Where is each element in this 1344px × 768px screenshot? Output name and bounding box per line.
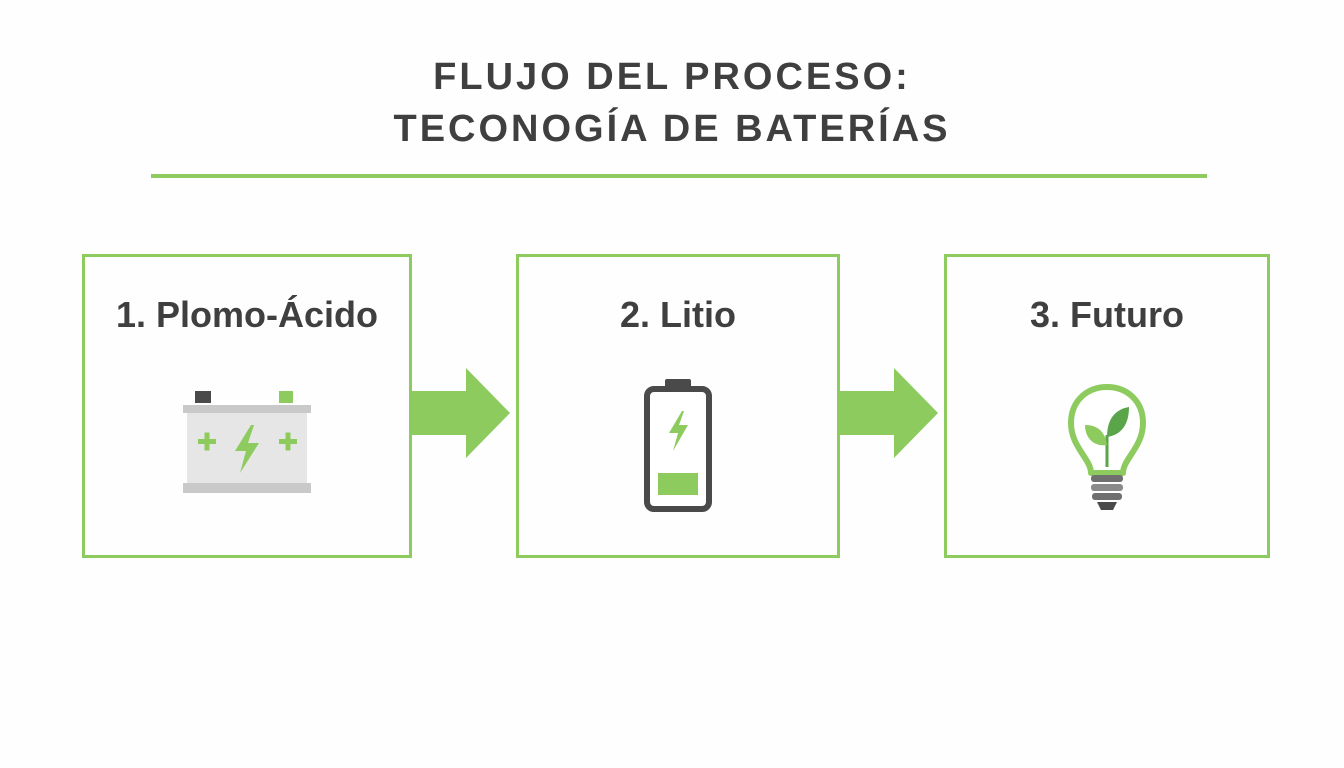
step-box-future: 3. Futuro: [944, 254, 1270, 558]
step-label-lead-acid: 1. Plomo-Ácido: [115, 294, 379, 335]
car-battery-icon: [183, 391, 311, 493]
title-divider: [151, 174, 1207, 178]
arrow-right-icon: [410, 368, 510, 458]
battery-charging-icon: [644, 379, 712, 512]
arrow-right-icon: [838, 368, 938, 458]
step-label-lithium: 2. Litio: [620, 294, 736, 335]
title-line-1: FLUJO DEL PROCESO:: [433, 56, 911, 98]
title-line-2: TECONOGÍA DE BATERÍAS: [393, 108, 951, 150]
step-box-lithium: 2. Litio: [516, 254, 840, 558]
step-label-future: 3. Futuro: [1030, 294, 1184, 335]
step-box-lead-acid: 1. Plomo-Ácido: [82, 254, 412, 558]
eco-lightbulb-icon: [1068, 384, 1146, 510]
